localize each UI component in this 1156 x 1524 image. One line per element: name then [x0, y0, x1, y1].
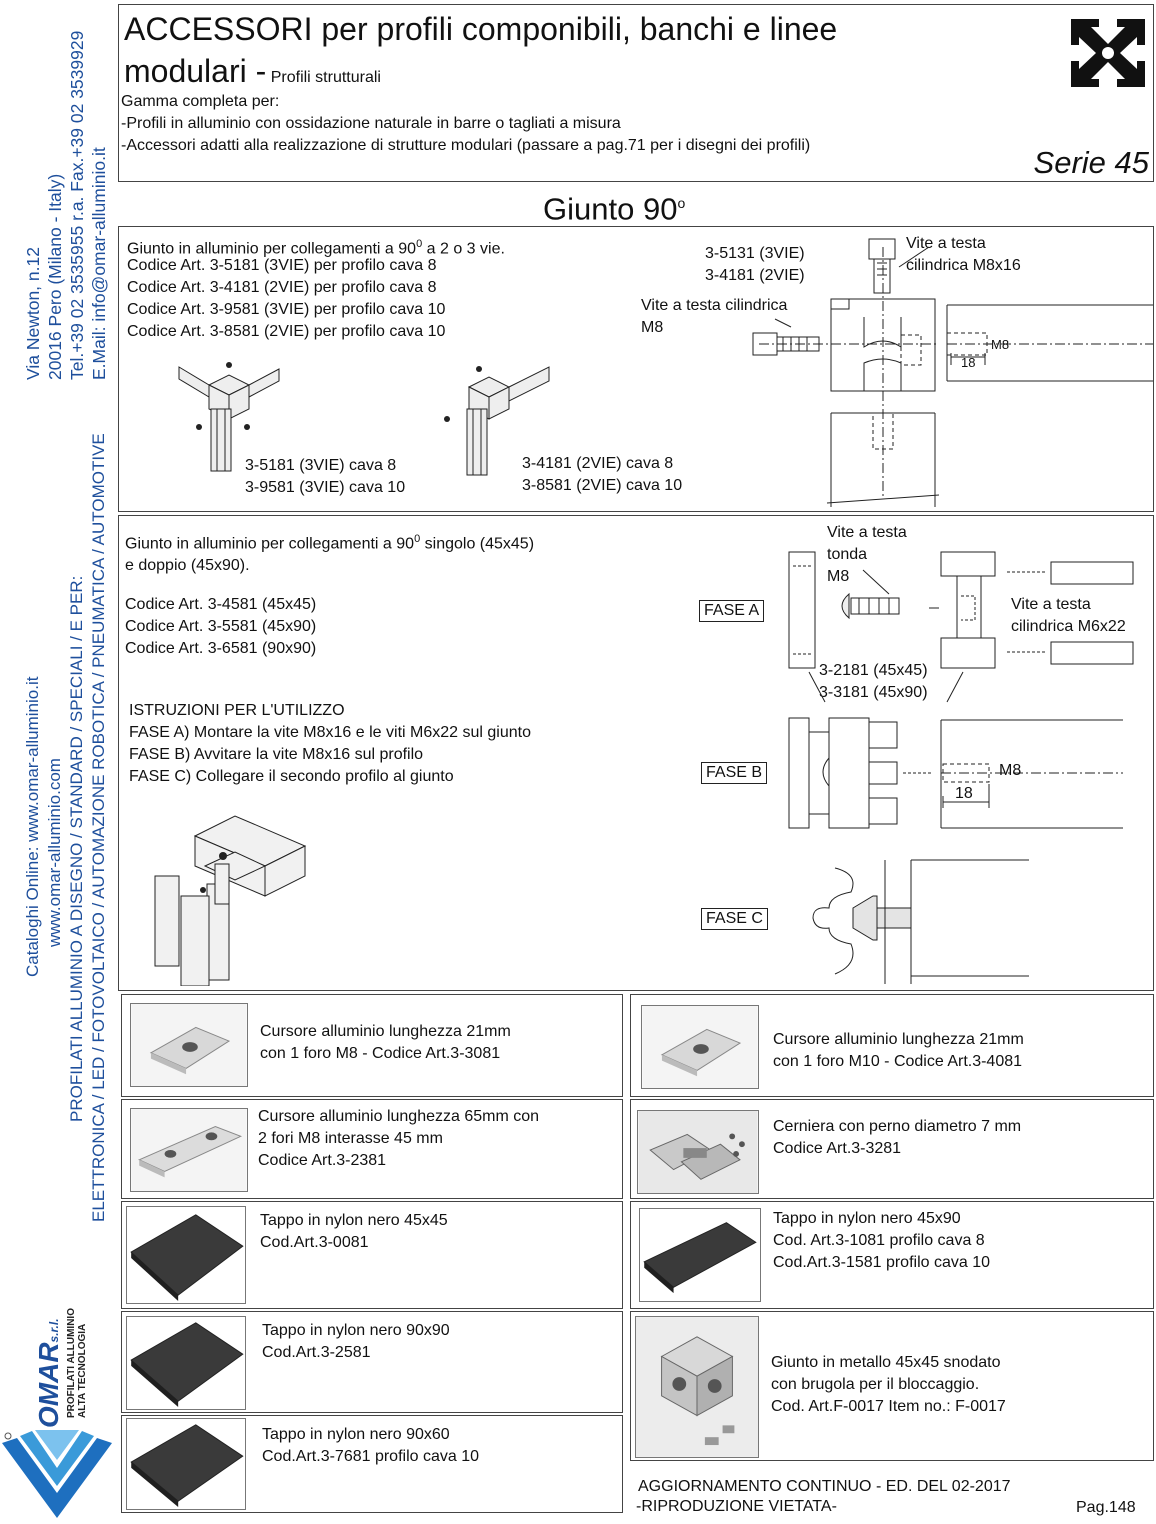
catalog-block: Cataloghi Online: www.omar-alluminio.it …	[22, 433, 110, 1222]
intro-bullet-1: -Profili in alluminio con ossidazione na…	[121, 115, 621, 132]
accessory-description: Tappo in nylon nero 45x90 Cod. Art.3-108…	[773, 1210, 991, 1271]
accessory-description: Cursore alluminio lunghezza 65mm con 2 f…	[258, 1108, 540, 1169]
page-number: Pag.148	[1076, 1499, 1136, 1516]
catalog-online: Cataloghi Online: www.omar-alluminio.it	[23, 676, 42, 977]
accessory-card: Cerniera con perno diametro 7 mm Codice …	[630, 1099, 1154, 1199]
label-3vie: 3-5131 (3VIE)	[705, 245, 805, 262]
address-email: E.Mail: info@omar-alluminio.it	[89, 147, 109, 380]
page-title-line2: modulari - Profili strutturali	[124, 53, 381, 89]
caption-3vie-cava8: 3-5181 (3VIE) cava 8	[245, 457, 397, 474]
profile-section-icon	[1071, 19, 1145, 87]
accessory-card: Tappo in nylon nero 45x90 Cod. Art.3-108…	[630, 1201, 1154, 1309]
footer-update: AGGIORNAMENTO CONTINUO - ED. DEL 02-2017	[638, 1478, 1011, 1495]
joint-single-double-panel: Giunto in alluminio per collegamenti a 9…	[118, 515, 1154, 991]
accessory-description: Cursore alluminio lunghezza 21mm con 1 f…	[260, 1023, 511, 1062]
catalog-website: www.omar-alluminio.com	[45, 758, 64, 947]
joint-90-panel: Giunto in alluminio per collegamenti a 9…	[118, 226, 1154, 512]
joint2-code: Codice Art. 3-6581 (90x90)	[125, 640, 317, 657]
caption-2vie-cava10: 3-8581 (2VIE) cava 10	[522, 477, 683, 494]
cap-45x45-image	[126, 1206, 246, 1304]
accessory-card: Giunto in metallo 45x45 snodato con brug…	[630, 1311, 1154, 1461]
catalog-sectors: ELETTRONICA / LED / FOTOVOLTAICO / AUTOM…	[89, 433, 108, 1222]
intro-bullet-2: -Accessori adatti alla realizzazione di …	[121, 137, 811, 154]
joint-code: Codice Art. 3-5181 (3VIE) per profilo ca…	[127, 257, 437, 274]
joint2-code: Codice Art. 3-5581 (45x90)	[125, 618, 317, 635]
fase-b-drawing	[788, 717, 1123, 829]
section-title: Giunto 90o	[543, 191, 686, 227]
address-block: Via Newton, n.12 20016 Pero (Milano - It…	[22, 31, 110, 380]
footer-notice: AGGIORNAMENTO CONTINUO - ED. DEL 02-2017…	[636, 1477, 1011, 1517]
joint2-code: Codice Art. 3-4581 (45x45)	[125, 596, 317, 613]
label-cyl-screw: Vite a testa cilindrica M6x22	[1011, 596, 1126, 635]
intro-text: Gamma completa per:	[121, 93, 280, 110]
joint-code: Codice Art. 3-8581 (2VIE) per profilo ca…	[127, 323, 446, 340]
label-2vie: 3-4181 (2VIE)	[705, 267, 805, 284]
logo-v-mark	[2, 1430, 112, 1518]
accessory-card: Cursore alluminio lunghezza 65mm con 2 f…	[121, 1099, 623, 1199]
accessory-description: Cerniera con perno diametro 7 mm Codice …	[773, 1118, 1022, 1157]
accessory-card: Tappo in nylon nero 90x60 Cod.Art.3-7681…	[121, 1415, 623, 1513]
caption-3vie-cava10: 3-9581 (3VIE) cava 10	[245, 479, 406, 496]
accessory-description: Tappo in nylon nero 45x45 Cod.Art.3-0081	[260, 1212, 448, 1251]
address-street: Via Newton, n.12	[23, 247, 43, 380]
joint-2way-illustration	[444, 366, 550, 476]
cap-90x90-image	[126, 1316, 246, 1410]
cap-45x90-image	[639, 1208, 761, 1302]
fase-b-label: FASE B	[701, 762, 768, 784]
instruction-step: FASE A) Montare la vite M8x16 e le viti …	[129, 724, 531, 741]
accessory-card: Cursore alluminio lunghezza 21mm con 1 f…	[630, 994, 1154, 1097]
label-joint-codes: 3-2181 (45x45) 3-3181 (45x90)	[819, 662, 928, 701]
series-label: Serie 45	[1033, 145, 1149, 180]
fase-b-dim-18: 18	[955, 785, 973, 802]
accessory-description: Tappo in nylon nero 90x60 Cod.Art.3-7681…	[262, 1426, 480, 1465]
fase-a-label: FASE A	[699, 600, 765, 622]
slider-65mm-image	[130, 1108, 248, 1192]
joint2-code-list: Codice Art. 3-4581 (45x45) Codice Art. 3…	[125, 594, 316, 660]
assembly-illustration	[154, 815, 307, 986]
logo-tagline: PROFILATI ALLUMINIO ALTA TECNOLOGIA	[66, 1308, 88, 1418]
joint2-intro: Giunto in alluminio per collegamenti a 9…	[125, 533, 535, 575]
instructions: ISTRUZIONI PER L'UTILIZZO FASE A) Montar…	[129, 700, 531, 788]
fase-c-label: FASE C	[701, 908, 768, 930]
label-screw-top: Vite a testa cilindrica M8x16	[906, 235, 1021, 274]
joint-code-list: Codice Art. 3-5181 (3VIE) per profilo ca…	[127, 255, 445, 343]
slider-nut-m10-image	[641, 1005, 759, 1089]
accessory-description: Giunto in metallo 45x45 snodato con brug…	[771, 1354, 1006, 1415]
joint-code: Codice Art. 3-4181 (2VIE) per profilo ca…	[127, 279, 437, 296]
metal-joint-image	[635, 1316, 759, 1458]
instructions-title: ISTRUZIONI PER L'UTILIZZO	[129, 702, 345, 719]
footer-copyright: -RIPRODUZIONE VIETATA-	[636, 1498, 837, 1515]
fase-c-drawing	[812, 859, 1029, 984]
accessory-card: Tappo in nylon nero 45x45 Cod.Art.3-0081	[121, 1201, 623, 1309]
accessory-card: Cursore alluminio lunghezza 21mm con 1 f…	[121, 994, 623, 1097]
accessory-card: Tappo in nylon nero 90x90 Cod.Art.3-2581	[121, 1311, 623, 1413]
page-title: ACCESSORI per profili componibili, banch…	[124, 11, 838, 47]
header-panel: ACCESSORI per profili componibili, banch…	[118, 4, 1154, 182]
fase-b-dim-m8: M8	[999, 762, 1022, 779]
instruction-step: FASE B) Avvitare la vite M8x16 sul profi…	[129, 746, 424, 763]
accessory-description: Tappo in nylon nero 90x90 Cod.Art.3-2581	[262, 1322, 450, 1361]
label-screw-side: Vite a testa cilindrica M8	[641, 297, 788, 336]
logo-brand: OMARs.r.l.	[33, 1318, 64, 1428]
label-round-screw: Vite a testa tonda M8	[827, 524, 907, 585]
joint-intro: Giunto in alluminio per collegamenti a 9…	[127, 238, 505, 258]
address-phone: Tel.+39 02 3535955 r.a. Fax.+39 02 35399…	[67, 30, 87, 380]
accessory-description: Cursore alluminio lunghezza 21mm con 1 f…	[773, 1031, 1024, 1070]
slider-nut-m8-image	[130, 1003, 248, 1087]
catalog-profilati: PROFILATI ALLUMINIO A DISEGNO / STANDARD…	[67, 575, 86, 1122]
instruction-step: FASE C) Collegare il secondo profilo al …	[129, 768, 454, 785]
fase-a-drawing	[788, 551, 1134, 703]
hinge-image	[637, 1110, 759, 1194]
dim-m8-label: M8	[991, 337, 1010, 352]
caption-2vie-cava8: 3-4181 (2VIE) cava 8	[522, 455, 674, 472]
company-logo: OMARs.r.l. PROFILATI ALLUMINIO ALTA TECN…	[0, 1270, 112, 1520]
dim-18-label: 18	[961, 355, 976, 370]
address-city: 20016 Pero (Milano - Italy)	[45, 173, 65, 380]
page-subtitle: Profili strutturali	[270, 69, 381, 86]
joint-code: Codice Art. 3-9581 (3VIE) per profilo ca…	[127, 301, 446, 318]
cap-90x60-image	[126, 1418, 246, 1510]
joint-technical-drawing	[752, 238, 1153, 507]
joint-3way-illustration	[178, 362, 280, 472]
